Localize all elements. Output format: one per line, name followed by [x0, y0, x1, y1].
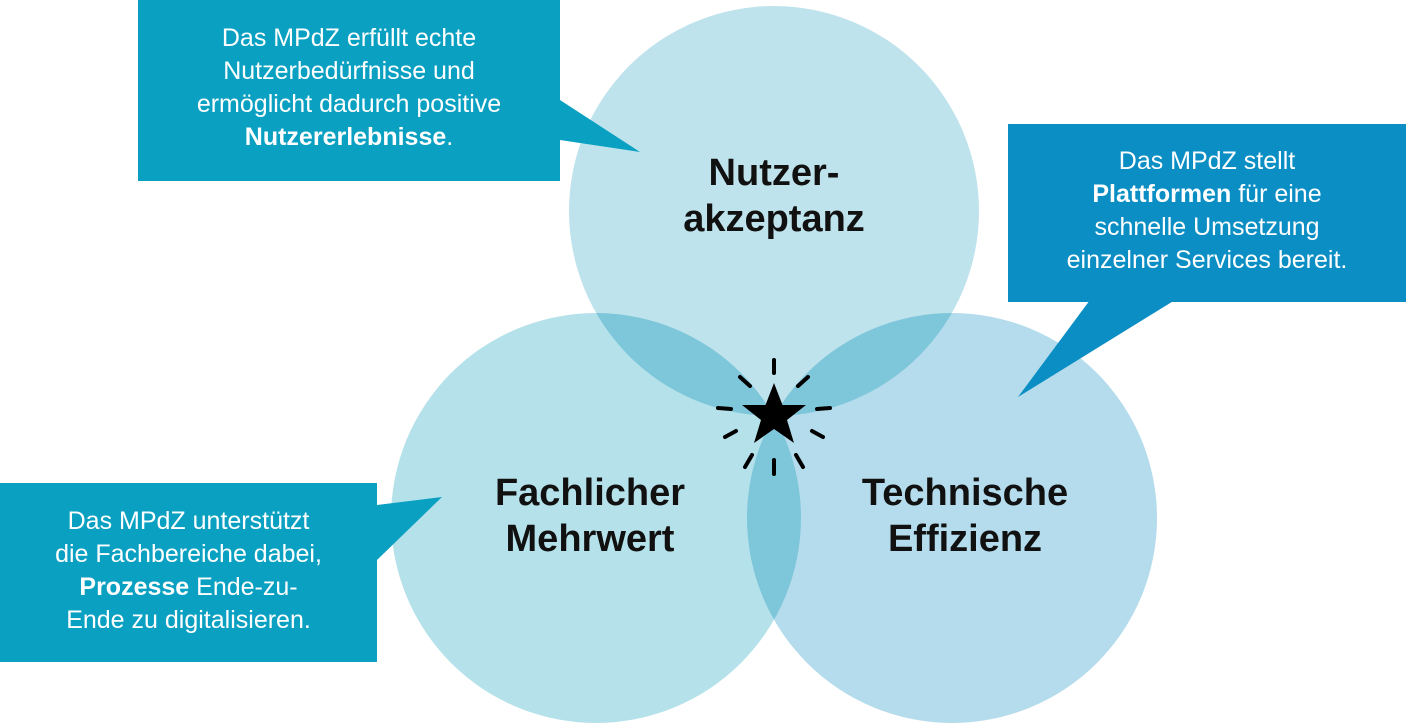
circle-nutzerakzeptanz — [569, 6, 979, 416]
callout-top-right-line2: Plattformen für eine — [1008, 178, 1406, 211]
callout-bottom-left-line3: Prozesse Ende-zu- — [0, 571, 377, 604]
callout-top-left-line4: Nutzererlebnisse. — [138, 121, 560, 154]
callout-bottom-left-bold: Prozesse — [79, 573, 190, 601]
label-nutzerakzeptanz: Nutzer- akzeptanz — [624, 150, 924, 242]
label-technische-effizienz-line1: Technische — [861, 472, 1069, 514]
label-nutzerakzeptanz-line2: akzeptanz — [683, 198, 865, 240]
callout-bottom-left-text: Das MPdZ unterstützt die Fachbereiche da… — [0, 505, 377, 637]
label-fachlicher-mehrwert-line1: Fachlicher — [494, 472, 686, 514]
callout-top-right-line4: einzelner Services bereit. — [1066, 246, 1348, 274]
callout-top-left-bold: Nutzererlebnisse — [244, 123, 447, 151]
label-technische-effizienz-line2: Effizienz — [887, 518, 1043, 560]
callout-top-left-suffix: . — [446, 123, 454, 151]
label-fachlicher-mehrwert-line2: Mehrwert — [505, 518, 675, 560]
label-fachlicher-mehrwert: Fachlicher Mehrwert — [440, 470, 740, 562]
circle-fachlicher-mehrwert — [391, 313, 801, 723]
callout-bottom-left-line4: Ende zu digitalisieren. — [66, 606, 311, 634]
callout-top-right-line3: schnelle Umsetzung — [1094, 213, 1320, 241]
label-technische-effizienz: Technische Effizienz — [815, 470, 1115, 562]
callout-top-right-line1: Das MPdZ stellt — [1118, 147, 1296, 175]
callout-top-left — [138, 0, 640, 181]
label-nutzerakzeptanz-line1: Nutzer- — [708, 152, 840, 194]
callout-top-left-line1: Das MPdZ erfüllt echte — [221, 24, 477, 52]
callout-top-left-text: Das MPdZ erfüllt echte Nutzerbedürfnisse… — [138, 22, 560, 154]
callout-top-right-line2-rest: für eine — [1231, 180, 1322, 208]
callout-top-right-bold: Plattformen — [1092, 180, 1232, 208]
callout-bottom-left-line2: die Fachbereiche dabei, — [55, 540, 322, 568]
callout-bottom-left-line1: Das MPdZ unterstützt — [67, 507, 310, 535]
star-burst-icon — [716, 358, 832, 476]
callout-top-left-line3: ermöglicht dadurch positive — [196, 90, 502, 118]
callout-bottom-left-line3-rest: Ende-zu- — [189, 573, 298, 601]
callout-top-right-text: Das MPdZ stellt Plattformen für eine sch… — [1008, 145, 1406, 277]
callout-top-right — [1008, 124, 1406, 397]
circle-technische-effizienz — [747, 313, 1157, 723]
callout-bottom-left — [0, 483, 442, 662]
callout-top-left-line2: Nutzerbedürfnisse und — [223, 57, 475, 85]
